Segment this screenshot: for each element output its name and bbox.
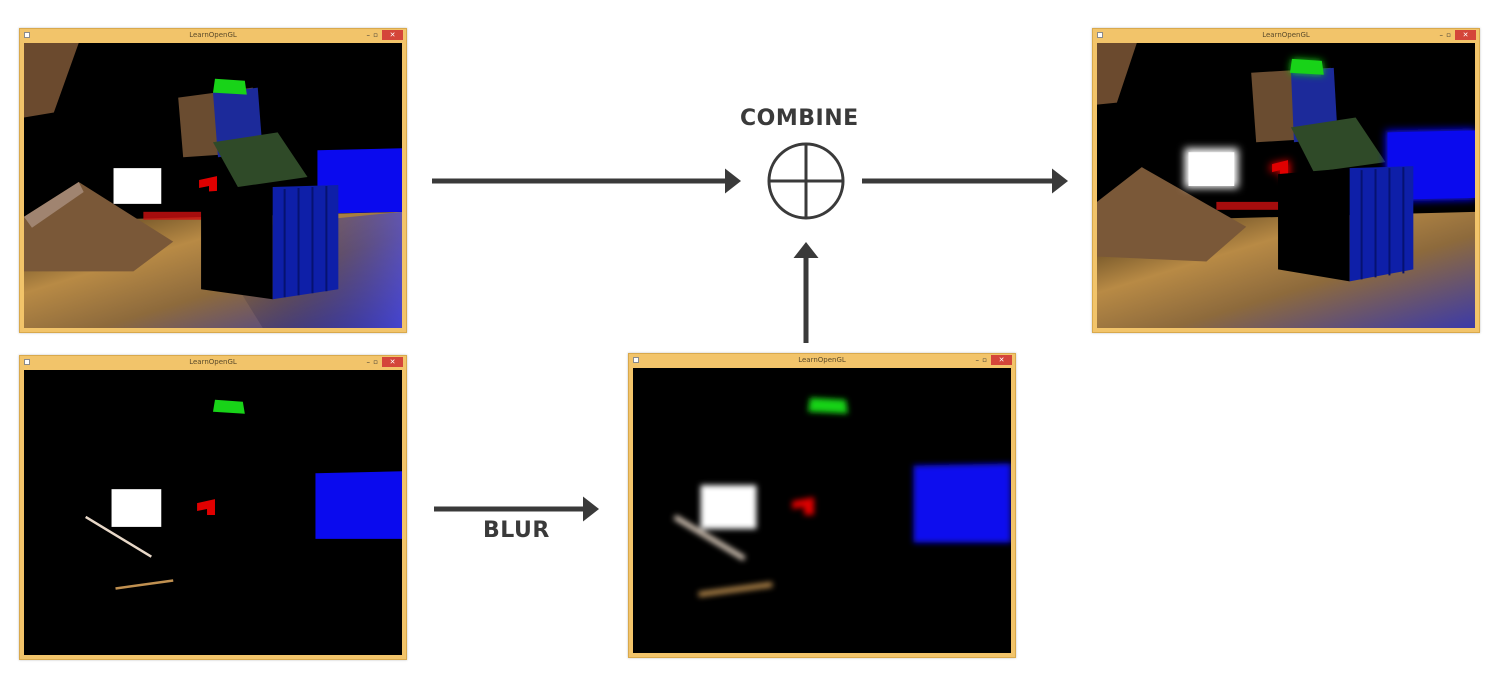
close-button[interactable]: ✕ <box>991 355 1012 365</box>
window-title: LearnOpenGL <box>189 31 237 39</box>
render-viewport <box>1097 43 1475 328</box>
app-icon <box>633 357 639 363</box>
window-title: LearnOpenGL <box>189 358 237 366</box>
scene-render <box>24 43 402 328</box>
window-titlebar: LearnOpenGL – ▫ ✕ <box>20 29 406 42</box>
maximize-button[interactable]: ▫ <box>1446 31 1451 39</box>
minimize-button[interactable]: – <box>366 31 371 39</box>
close-button[interactable]: ✕ <box>1455 30 1476 40</box>
window-title: LearnOpenGL <box>798 356 846 364</box>
window-titlebar: LearnOpenGL – ▫ ✕ <box>1093 29 1479 42</box>
bright-render <box>24 370 402 655</box>
maximize-button[interactable]: ▫ <box>982 356 987 364</box>
close-button[interactable]: ✕ <box>382 30 403 40</box>
window-blurred: LearnOpenGL – ▫ ✕ <box>628 353 1016 658</box>
combine-label: COMBINE <box>740 106 859 131</box>
window-titlebar: LearnOpenGL – ▫ ✕ <box>20 356 406 369</box>
blurred-render <box>633 368 1011 653</box>
result-render <box>1097 43 1475 328</box>
render-viewport <box>24 370 402 655</box>
render-viewport <box>24 43 402 328</box>
app-icon <box>24 359 30 365</box>
blur-label: BLUR <box>483 518 550 543</box>
maximize-button[interactable]: ▫ <box>373 358 378 366</box>
app-icon <box>1097 32 1103 38</box>
window-hdr-scene: LearnOpenGL – ▫ ✕ <box>19 28 407 333</box>
close-button[interactable]: ✕ <box>382 357 403 367</box>
minimize-button[interactable]: – <box>975 356 980 364</box>
app-icon <box>24 32 30 38</box>
minimize-button[interactable]: – <box>366 358 371 366</box>
maximize-button[interactable]: ▫ <box>373 31 378 39</box>
minimize-button[interactable]: – <box>1439 31 1444 39</box>
window-title: LearnOpenGL <box>1262 31 1310 39</box>
render-viewport <box>633 368 1011 653</box>
window-result: LearnOpenGL – ▫ ✕ <box>1092 28 1480 333</box>
window-titlebar: LearnOpenGL – ▫ ✕ <box>629 354 1015 367</box>
circle-plus-icon <box>767 142 845 220</box>
window-bright-extract: LearnOpenGL – ▫ ✕ <box>19 355 407 660</box>
